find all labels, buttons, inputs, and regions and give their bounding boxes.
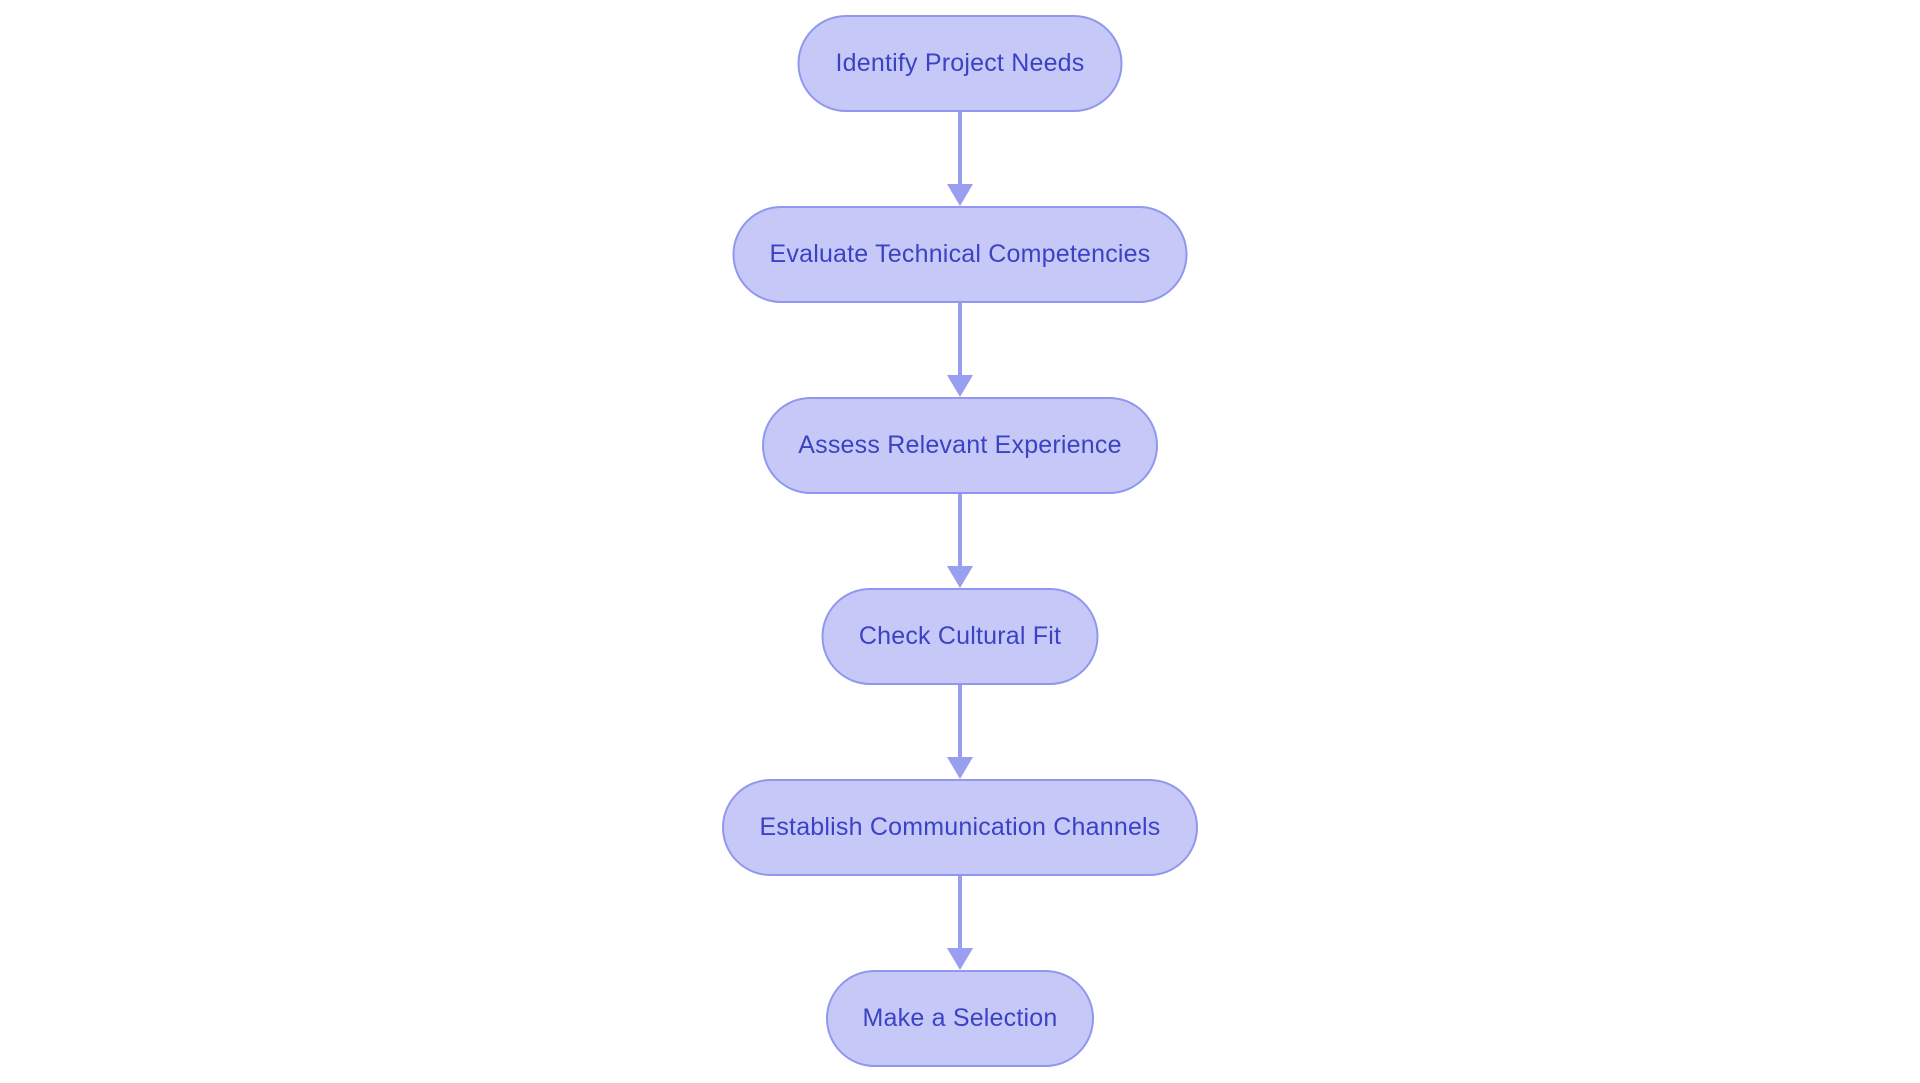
flow-connector-4	[947, 685, 973, 779]
arrow-stem	[958, 876, 962, 948]
arrow-down-icon	[947, 948, 973, 970]
arrow-stem	[958, 494, 962, 566]
flow-connector-2	[947, 303, 973, 397]
flow-node-label: Evaluate Technical Competencies	[769, 240, 1151, 268]
flow-connector-3	[947, 494, 973, 588]
flow-node-establish-communication-channels: Establish Communication Channels	[722, 779, 1198, 876]
flow-connector-5	[947, 876, 973, 970]
arrow-down-icon	[947, 566, 973, 588]
arrow-stem	[958, 685, 962, 757]
flow-node-assess-relevant-experience: Assess Relevant Experience	[762, 397, 1158, 494]
flow-node-label: Establish Communication Channels	[759, 813, 1161, 841]
arrow-down-icon	[947, 757, 973, 779]
arrow-down-icon	[947, 375, 973, 397]
flow-node-check-cultural-fit: Check Cultural Fit	[821, 588, 1099, 685]
flow-node-label: Identify Project Needs	[835, 49, 1085, 77]
arrow-stem	[958, 303, 962, 375]
arrow-stem	[958, 112, 962, 184]
flow-node-identify-project-needs: Identify Project Needs	[797, 15, 1123, 112]
flow-node-evaluate-technical-competencies: Evaluate Technical Competencies	[732, 206, 1188, 303]
arrow-down-icon	[947, 184, 973, 206]
flow-node-label: Check Cultural Fit	[858, 622, 1062, 650]
flow-node-label: Assess Relevant Experience	[798, 431, 1122, 459]
flow-node-label: Make a Selection	[862, 1004, 1058, 1032]
flow-node-make-a-selection: Make a Selection	[826, 970, 1094, 1067]
flow-connector-1	[947, 112, 973, 206]
